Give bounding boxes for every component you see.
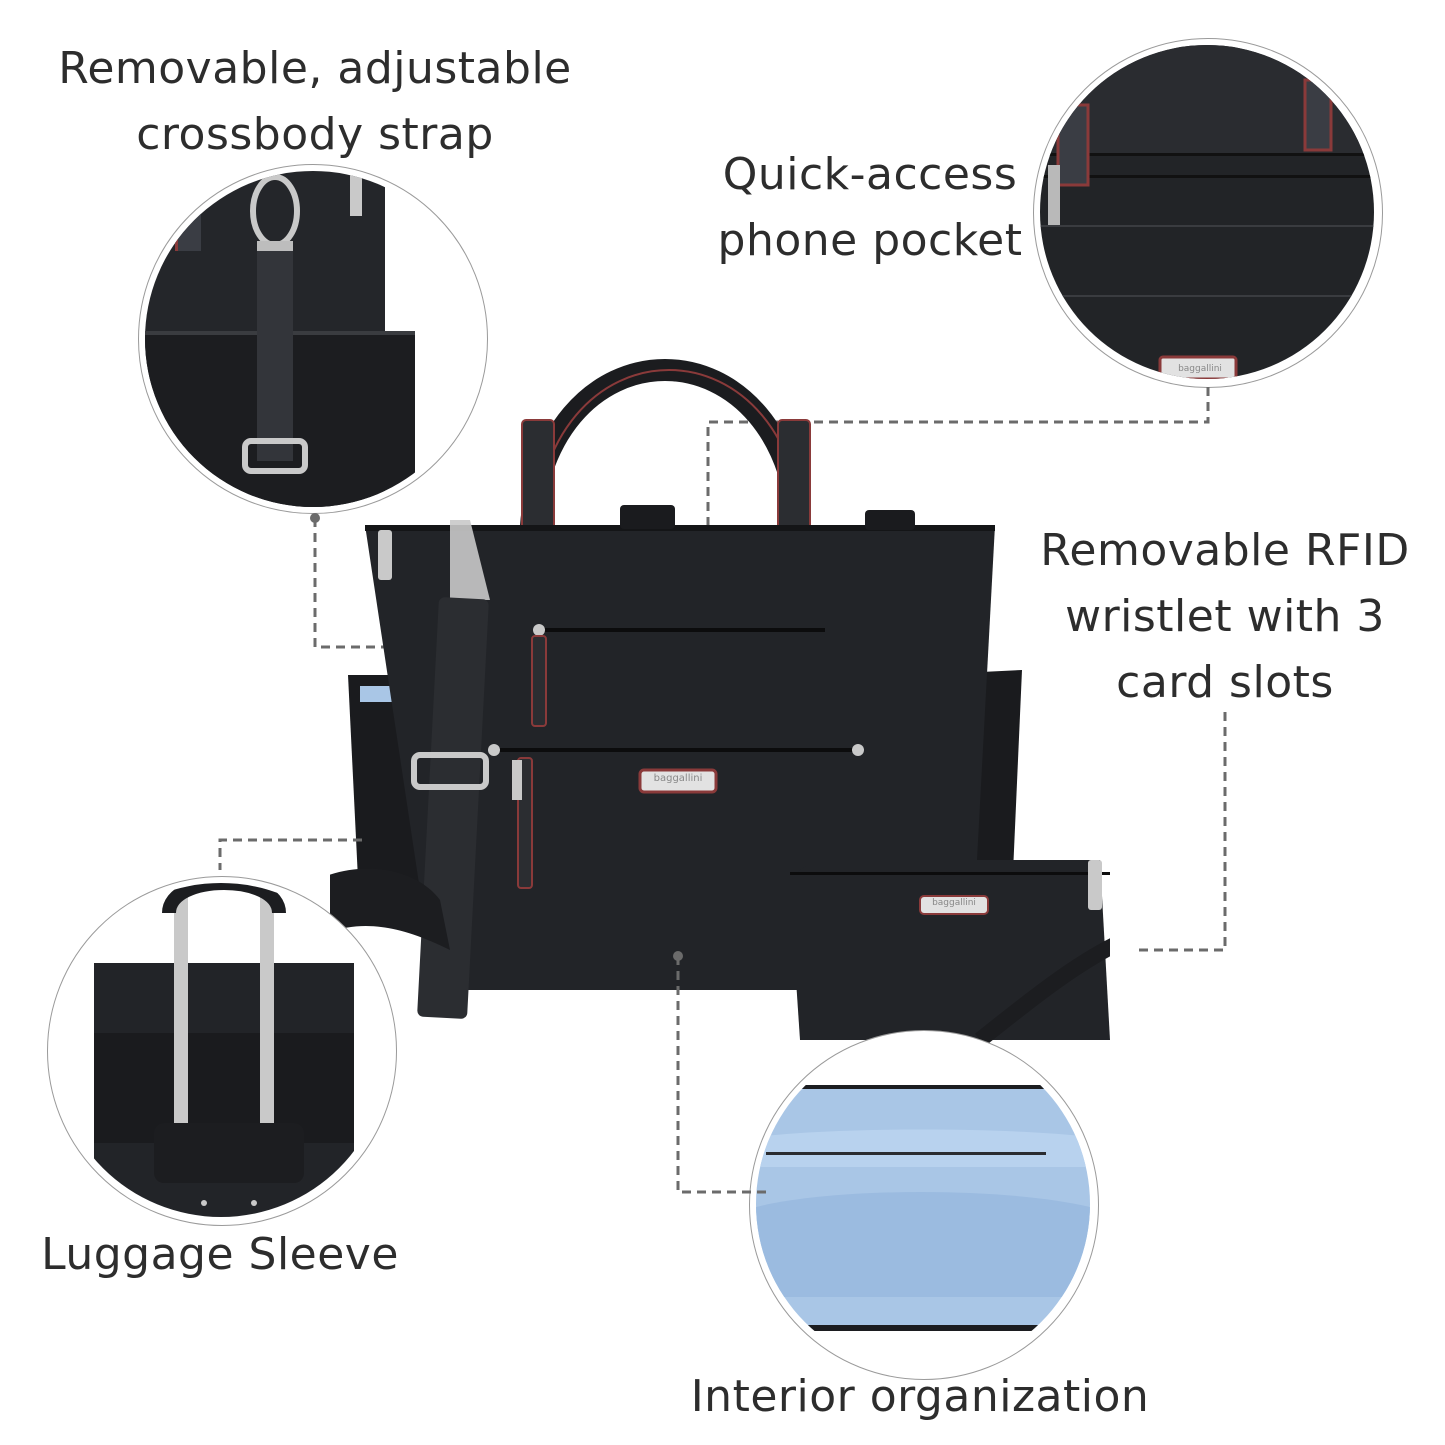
rfid-wristlet-image bbox=[780, 850, 1110, 1050]
feature-label-phone-pocket: Quick-access phone pocket bbox=[700, 142, 1040, 274]
feature-label-line: Luggage Sleeve bbox=[41, 1229, 399, 1280]
feature-label-luggage-sleeve: Luggage Sleeve bbox=[20, 1222, 420, 1288]
connector-interior bbox=[673, 951, 768, 1194]
brand-label-bag-front: baggallini bbox=[653, 773, 703, 784]
feature-label-line: crossbody strap bbox=[136, 109, 494, 160]
feature-label-line: wristlet with 3 bbox=[1065, 591, 1385, 642]
feature-label-line: Quick-access bbox=[722, 149, 1018, 200]
brand-label-wristlet: baggallini bbox=[932, 898, 976, 908]
feature-label-line: Removable, adjustable bbox=[58, 43, 572, 94]
connector-rfid-wristlet bbox=[1133, 712, 1227, 952]
feature-label-line: card slots bbox=[1116, 657, 1334, 708]
detail-photo-luggage-sleeve bbox=[54, 883, 388, 1217]
brand-label-phone-pocket: baggallini bbox=[1178, 364, 1222, 374]
connector-luggage-sleeve bbox=[218, 838, 362, 870]
feature-label-line: phone pocket bbox=[717, 215, 1023, 266]
feature-label-rfid-wristlet: Removable RFID wristlet with 3 card slot… bbox=[1020, 518, 1430, 716]
feature-label-line: Removable RFID bbox=[1040, 525, 1410, 576]
detail-photo-phone-pocket bbox=[1040, 45, 1374, 379]
detail-photo-interior bbox=[756, 1037, 1090, 1371]
feature-label-crossbody-strap: Removable, adjustable crossbody strap bbox=[40, 36, 590, 168]
